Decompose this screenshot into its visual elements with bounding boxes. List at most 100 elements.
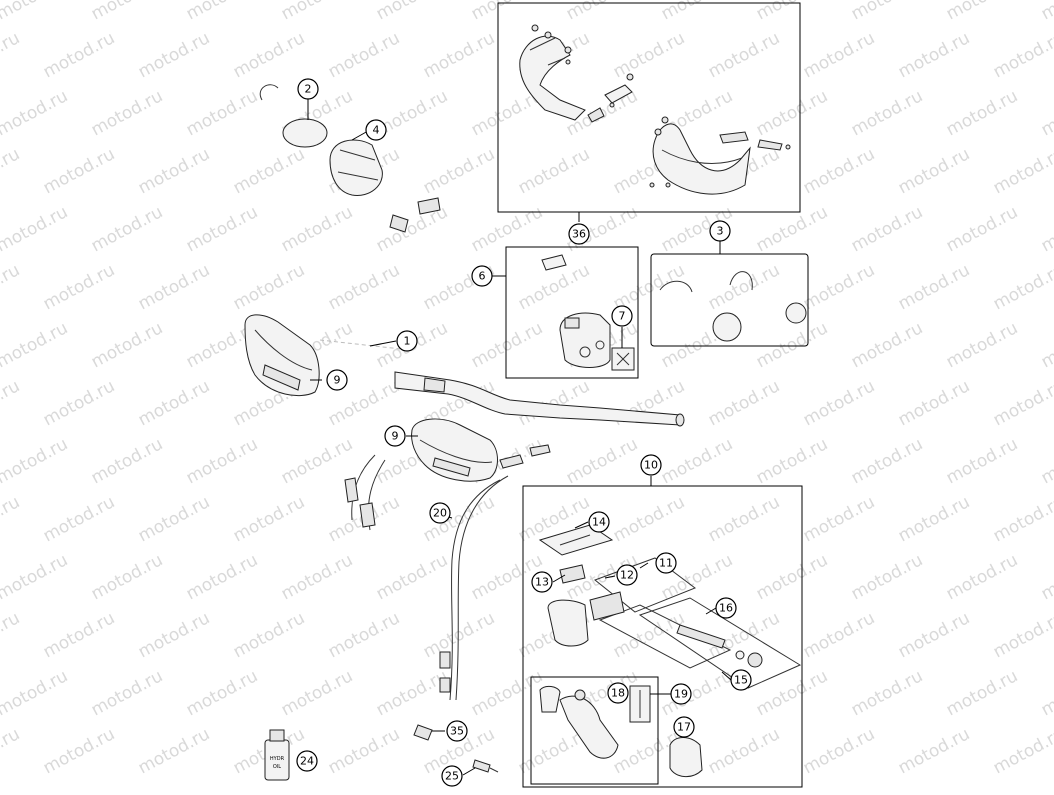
watermark-text: motod.ru — [800, 492, 878, 546]
callout-c24: 24 — [296, 750, 318, 772]
watermark-text: motod.ru — [40, 492, 118, 546]
watermark-text: motod.ru — [230, 144, 308, 198]
watermark-text: motod.ru — [753, 666, 831, 720]
watermark-text: motod.ru — [610, 492, 688, 546]
watermark-text: motod.ru — [990, 376, 1054, 430]
watermark-text: motod.ru — [40, 260, 118, 314]
watermark-text: motod.ru — [0, 28, 23, 82]
watermark-text: motod.ru — [1038, 86, 1054, 140]
callout-c36: 35 — [446, 720, 468, 742]
callout-c7: 7 — [611, 305, 633, 327]
watermark-text: motod.ru — [848, 434, 926, 488]
watermark-text: motod.ru — [0, 724, 23, 778]
callout-label: 2 — [305, 83, 312, 96]
watermark-text: motod.ru — [468, 318, 546, 372]
master-cylinder-parts — [538, 524, 802, 777]
watermark-text: motod.ru — [848, 202, 926, 256]
watermark-text: motod.ru — [658, 434, 736, 488]
watermark-text: motod.ru — [135, 260, 213, 314]
callout-c9a: 9 — [326, 369, 348, 391]
grip-switch-parts — [259, 84, 441, 233]
watermark-text: motod.ru — [895, 28, 973, 82]
watermark-text: motod.ru — [0, 202, 71, 256]
watermark-text: motod.ru — [610, 608, 688, 662]
watermark-text: motod.ru — [468, 666, 546, 720]
watermark-text: motod.ru — [705, 260, 783, 314]
watermark-text: motod.ru — [0, 260, 23, 314]
callout-label: 17 — [677, 721, 691, 734]
callout-label: 25 — [445, 770, 459, 783]
watermark-text: motod.ru — [373, 550, 451, 604]
callout-label: 13 — [535, 576, 549, 589]
watermark-text: motod.ru — [658, 0, 736, 24]
callout-label: 7 — [619, 310, 626, 323]
watermark-text: motod.ru — [0, 666, 71, 720]
watermark-text: motod.ru — [705, 376, 783, 430]
watermark-text: motod.ru — [705, 492, 783, 546]
watermark-text: motod.ru — [40, 608, 118, 662]
watermark-text: motod.ru — [278, 202, 356, 256]
watermark-text: motod.ru — [230, 28, 308, 82]
watermark-text: motod.ru — [0, 608, 23, 662]
callout-c25: 36 — [568, 223, 590, 245]
watermark-text: motod.ru — [943, 0, 1021, 24]
watermark-text: motod.ru — [0, 86, 71, 140]
watermark-text: motod.ru — [943, 318, 1021, 372]
watermark-text: motod.ru — [88, 86, 166, 140]
group-box-3 — [650, 253, 809, 347]
watermark-text: motod.ru — [88, 0, 166, 24]
throttle-cable-part — [439, 475, 509, 701]
callout-c16: 16 — [715, 597, 737, 619]
callout-label: 24 — [300, 755, 314, 768]
watermark-text: motod.ru — [40, 28, 118, 82]
watermark-text: motod.ru — [705, 724, 783, 778]
watermark-text: motod.ru — [610, 28, 688, 82]
watermark-text: motod.ru — [325, 724, 403, 778]
callout-label: 20 — [433, 507, 447, 520]
watermark-text: motod.ru — [1038, 434, 1054, 488]
watermark-text: motod.ru — [278, 666, 356, 720]
watermark-text: motod.ru — [800, 376, 878, 430]
bottle-label-line1: HYDR — [270, 756, 285, 762]
watermark-text: motod.ru — [1038, 666, 1054, 720]
watermark-text: motod.ru — [0, 376, 23, 430]
callout-c4: 4 — [365, 119, 387, 141]
watermark-text: motod.ru — [563, 0, 641, 24]
oil-bottle-cap — [269, 729, 285, 742]
watermark-text: motod.ru — [183, 86, 261, 140]
watermark-text: motod.ru — [848, 550, 926, 604]
group-box-25 — [497, 2, 801, 213]
callout-label: 6 — [479, 270, 486, 283]
watermark-text: motod.ru — [183, 550, 261, 604]
callout-c12: 12 — [616, 564, 638, 586]
watermark-text: motod.ru — [88, 434, 166, 488]
callout-c20: 20 — [429, 502, 451, 524]
watermark-text: motod.ru — [135, 144, 213, 198]
watermark-text: motod.ru — [135, 492, 213, 546]
watermark-text: motod.ru — [40, 724, 118, 778]
callout-label: 12 — [620, 569, 634, 582]
watermark-text: motod.ru — [325, 260, 403, 314]
callout-c3: 3 — [709, 220, 731, 242]
watermark-text: motod.ru — [895, 376, 973, 430]
watermark-text: motod.ru — [800, 608, 878, 662]
watermark-text: motod.ru — [183, 434, 261, 488]
watermark-text: motod.ru — [278, 550, 356, 604]
watermark-text: motod.ru — [990, 608, 1054, 662]
watermark-text: motod.ru — [990, 144, 1054, 198]
watermark-text: motod.ru — [1038, 550, 1054, 604]
watermark-text: motod.ru — [800, 724, 878, 778]
callout-label: 9 — [392, 430, 399, 443]
callout-c19: 19 — [670, 683, 692, 705]
watermark-text: motod.ru — [88, 202, 166, 256]
watermark-text: motod.ru — [943, 434, 1021, 488]
callout-c11: 11 — [655, 552, 677, 574]
watermark-text: motod.ru — [990, 492, 1054, 546]
callout-c17: 17 — [673, 716, 695, 738]
callout-label: 19 — [674, 688, 688, 701]
watermark-text: motod.ru — [800, 28, 878, 82]
handlebar-part — [319, 339, 685, 427]
watermark-text: motod.ru — [0, 550, 71, 604]
watermark-text: motod.ru — [278, 0, 356, 24]
